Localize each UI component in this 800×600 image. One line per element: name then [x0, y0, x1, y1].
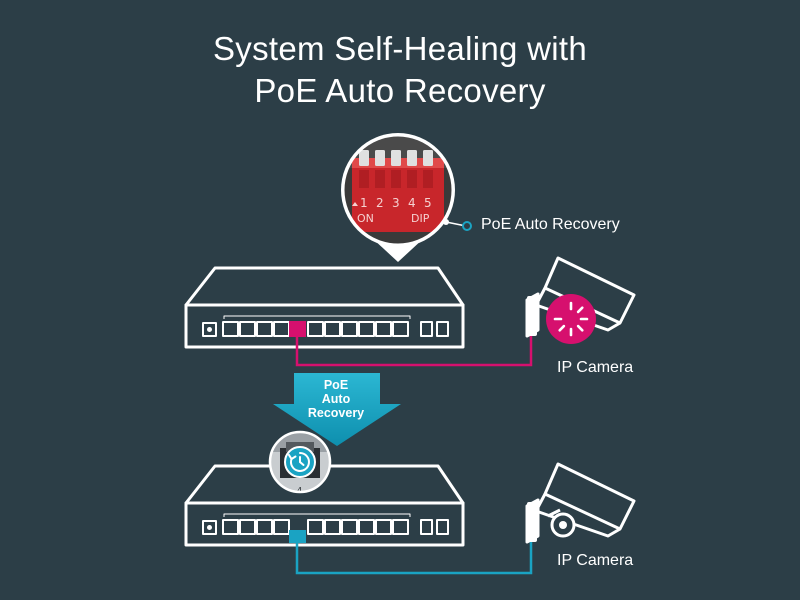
- camera-bottom-label: IP Camera: [557, 552, 634, 569]
- dip-number-1: 1: [360, 196, 368, 210]
- callout-leader: [443, 219, 472, 231]
- switch-top: [184, 266, 465, 349]
- arrow-label: PoE Auto Recovery: [297, 378, 375, 420]
- arrow-label-line-2: Auto: [321, 392, 351, 406]
- dip-on-label: ON: [357, 212, 374, 225]
- dip-number-3: 3: [392, 196, 400, 210]
- ip-camera-bottom: [525, 462, 636, 544]
- loading-spinner-icon: [553, 301, 589, 337]
- arrow-label-line-3: Recovery: [307, 406, 365, 420]
- title-line-2: PoE Auto Recovery: [254, 72, 546, 109]
- dip-number-4: 4: [408, 196, 416, 210]
- dip-number-5: 5: [424, 196, 432, 210]
- recovered-link: [295, 538, 533, 575]
- fault-port: [289, 321, 306, 337]
- switch-bottom: [184, 464, 465, 547]
- recovered-port: [289, 530, 306, 543]
- callout-label: PoE Auto Recovery: [481, 216, 620, 233]
- dip-switch-zoom: 1 2 3 4 5 ON DIP: [341, 133, 455, 262]
- auto-recovery-arrow: [273, 373, 401, 446]
- camera-error-indicator: [546, 294, 596, 344]
- dip-label: DIP: [411, 212, 430, 225]
- fault-link: [295, 336, 533, 367]
- dip-number-2: 2: [376, 196, 384, 210]
- port-number: 4: [297, 486, 302, 495]
- arrow-label-line-1: PoE: [323, 378, 349, 392]
- title-line-1: System Self-Healing with: [212, 30, 587, 67]
- ip-camera-top: [525, 256, 636, 344]
- camera-top-label: IP Camera: [557, 359, 634, 376]
- diagram-title: System Self-Healing with PoE Auto Recove…: [0, 28, 800, 112]
- port-zoom: 4: [268, 430, 332, 495]
- power-recovery-icon: [288, 452, 310, 472]
